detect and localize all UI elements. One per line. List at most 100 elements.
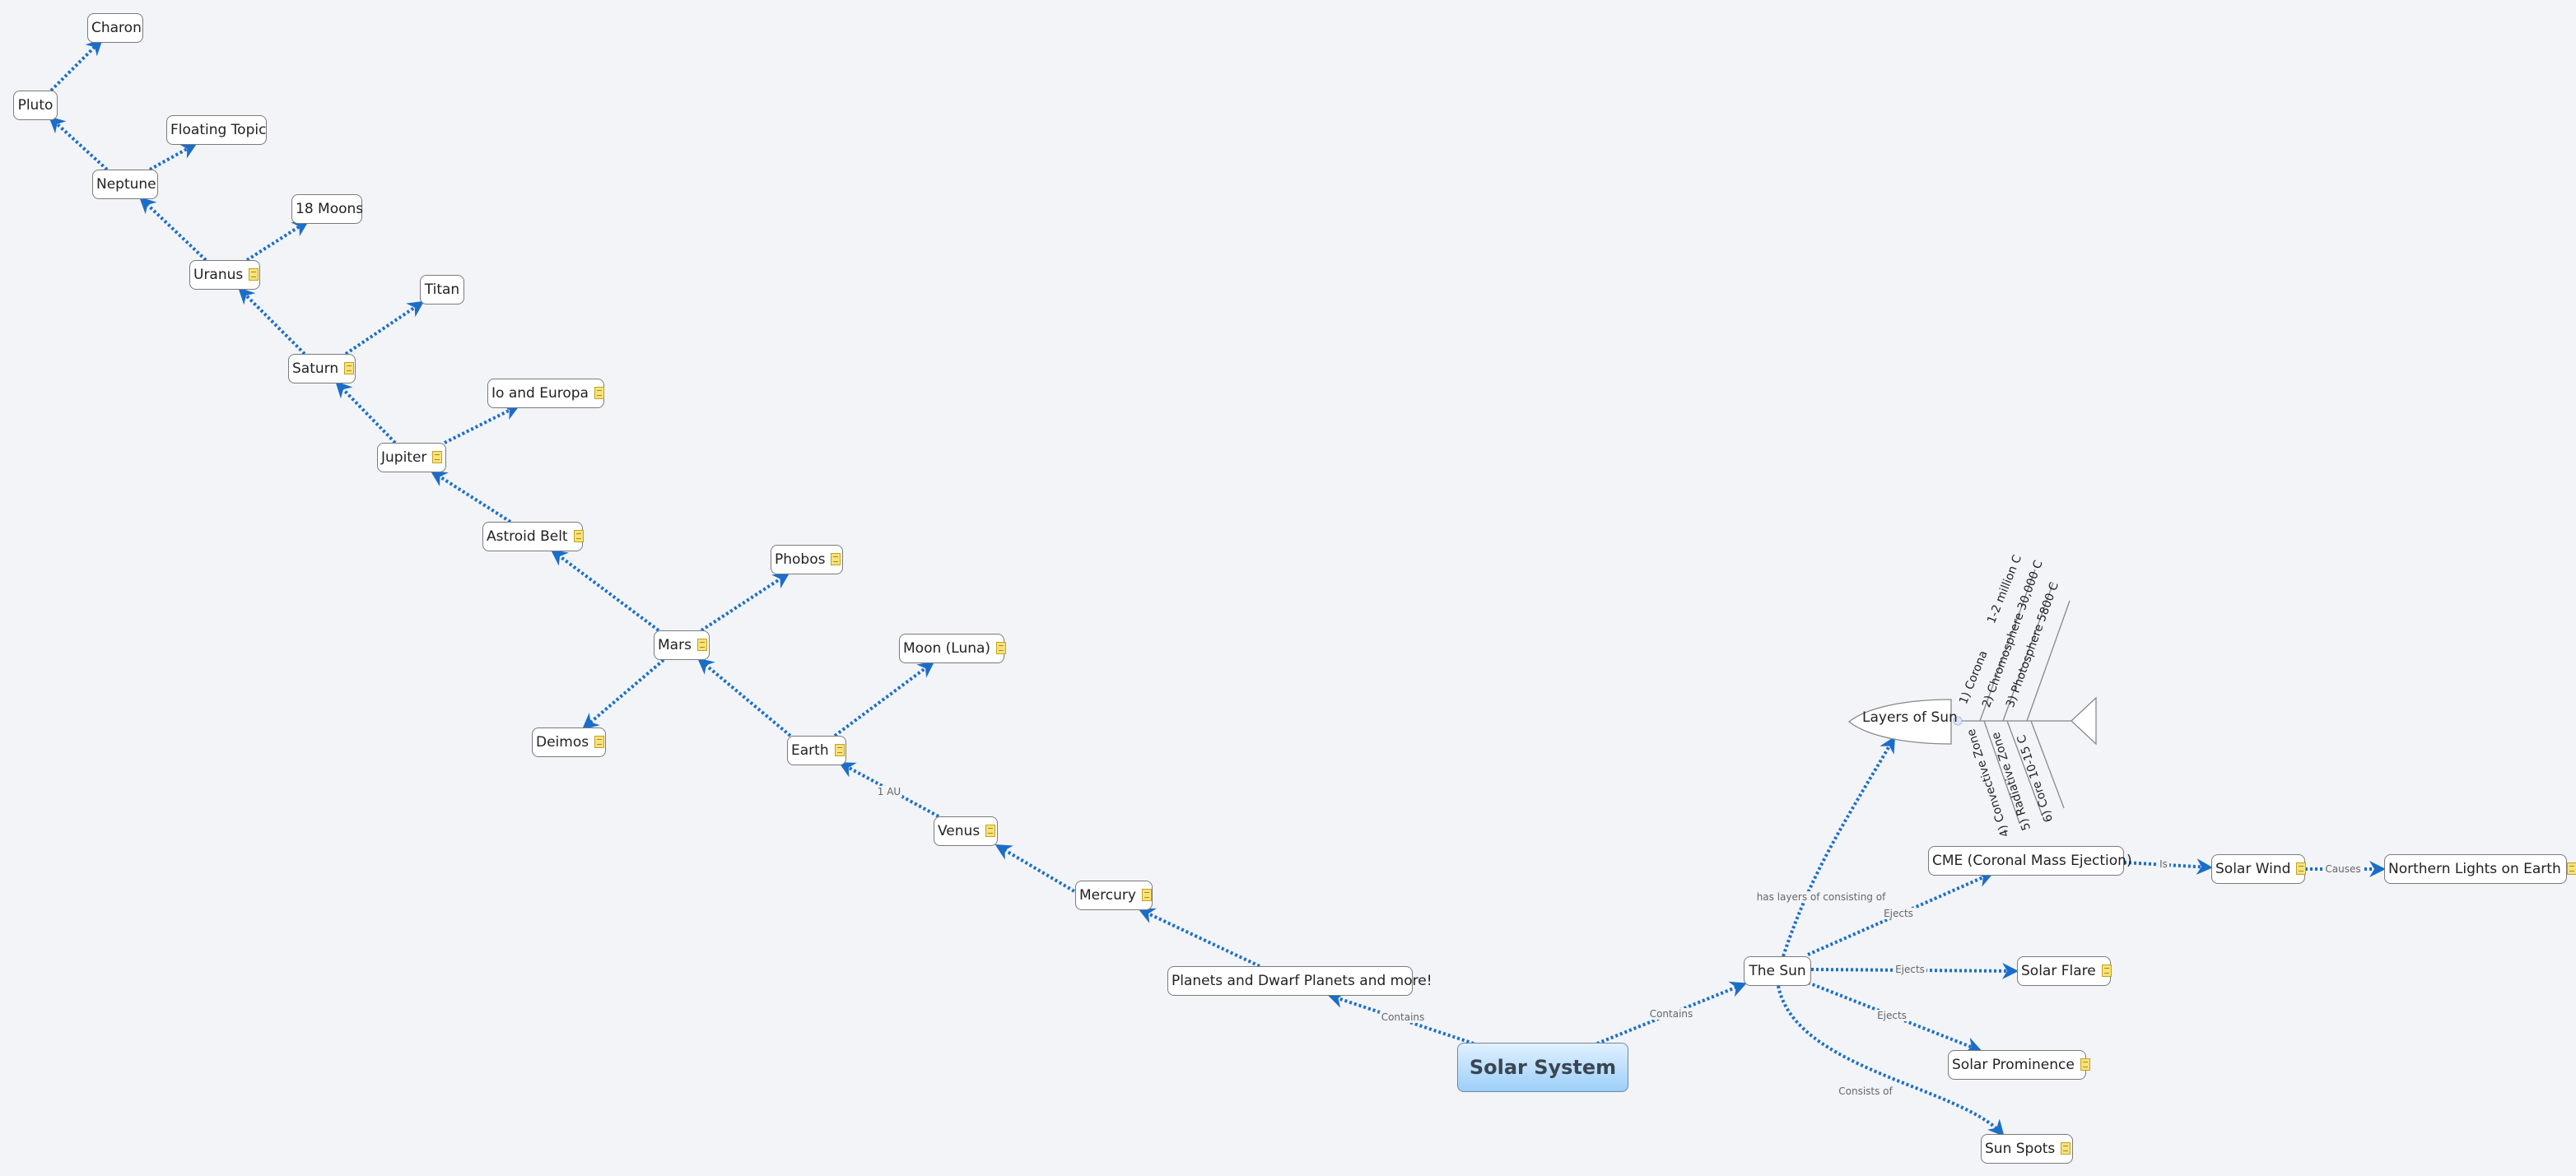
note-icon[interactable] (249, 268, 259, 281)
connector-label[interactable]: Contains (1647, 1008, 1695, 1020)
note-icon[interactable] (2101, 965, 2112, 977)
connector-label[interactable]: Is (2158, 858, 2169, 870)
topic-moons18[interactable]: 18 Moons (291, 194, 363, 224)
topic-label: Jupiter (381, 449, 427, 466)
topic-label: The Sun (1749, 963, 1806, 979)
layers-of-sun-topic[interactable]: Layers of Sun (1862, 709, 1958, 726)
topic-label: Venus (938, 823, 981, 839)
note-icon[interactable] (2080, 1058, 2090, 1071)
topic-planets[interactable]: Planets and Dwarf Planets and more! (1167, 966, 1432, 996)
topic-prominence[interactable]: Solar Prominence (1948, 1050, 2090, 1080)
note-icon[interactable] (2566, 862, 2576, 875)
connector-jupiter_io[interactable] (444, 405, 520, 444)
topic-pluto[interactable]: Pluto (13, 91, 58, 120)
note-icon[interactable] (432, 451, 443, 463)
topic-label: Earth (791, 742, 829, 759)
connector-label[interactable]: Ejects (1894, 964, 1926, 975)
fishbone-bone (2030, 720, 2065, 809)
topic-neptune[interactable]: Neptune (92, 170, 158, 199)
note-icon[interactable] (985, 825, 996, 837)
connector-label[interactable]: Causes (2323, 863, 2363, 875)
topic-earth[interactable]: Earth (787, 736, 846, 765)
topic-label: Floating Topic (170, 122, 267, 138)
note-icon[interactable] (2061, 1142, 2071, 1155)
connector-saturn_uranus[interactable] (238, 287, 306, 356)
topic-astroid[interactable]: Astroid Belt (482, 522, 584, 551)
topic-label: Mercury (1079, 887, 1136, 904)
topic-cme[interactable]: CME (Coronal Mass Ejection) (1928, 846, 2132, 876)
connector-label[interactable]: has layers of consisting of (1754, 891, 1888, 903)
connector-jupiter_saturn[interactable] (335, 381, 397, 444)
topic-jupiter[interactable]: Jupiter (377, 443, 446, 472)
connector-earth_moon[interactable] (833, 661, 935, 737)
topic-label: Io and Europa (491, 385, 589, 402)
connector-label[interactable]: 1 AU (875, 786, 903, 797)
connector-label[interactable]: Consists of (1837, 1085, 1894, 1097)
topic-label: Titan (424, 281, 460, 298)
connector-saturn_titan[interactable] (344, 300, 425, 356)
note-icon[interactable] (594, 736, 605, 748)
topic-wind[interactable]: Solar Wind (2211, 854, 2307, 884)
topic-label: Solar Wind (2215, 861, 2291, 877)
note-icon[interactable] (834, 744, 845, 756)
topic-moon[interactable]: Moon (Luna) (899, 634, 1007, 663)
topic-phobos[interactable]: Phobos (771, 545, 843, 574)
connector-mars_deimos[interactable] (581, 658, 665, 730)
connector-mars_astroid[interactable] (550, 549, 660, 632)
note-icon[interactable] (2296, 862, 2307, 875)
topic-label: Northern Lights on Earth (2388, 861, 2561, 877)
connector-pluto_charon[interactable] (49, 39, 103, 92)
connector-label[interactable]: Ejects (1875, 1010, 1908, 1021)
topic-label: Moon (Luna) (903, 640, 991, 657)
topic-spots[interactable]: Sun Spots (1981, 1134, 2073, 1164)
connector-sun_spots[interactable] (1777, 985, 2005, 1136)
note-icon[interactable] (696, 639, 707, 651)
topic-label: Uranus (193, 267, 244, 283)
connector-neptune_pluto[interactable] (49, 116, 109, 171)
note-icon[interactable] (1141, 889, 1152, 901)
connector-sun_flare[interactable] (1810, 962, 2019, 979)
connector-astroid_jupiter[interactable] (430, 470, 512, 523)
connector-label[interactable]: Contains (1379, 1011, 1427, 1023)
topic-label: Phobos (775, 551, 826, 568)
topic-label: Deimos (536, 734, 589, 751)
connector-uranus_neptune[interactable] (139, 197, 207, 262)
topic-io[interactable]: Io and Europa (487, 379, 604, 408)
connector-sun_prominence[interactable] (1807, 981, 1982, 1053)
topic-label: Solar Prominence (1952, 1057, 2075, 1073)
note-icon[interactable] (831, 553, 841, 565)
topic-titan[interactable]: Titan (420, 275, 464, 304)
topic-label: Charon (91, 20, 142, 36)
connector-mercury_venus[interactable] (995, 844, 1080, 895)
connector-mars_phobos[interactable] (700, 572, 790, 632)
topic-sun[interactable]: The Sun (1744, 956, 1811, 986)
topic-flare[interactable]: Solar Flare (2017, 956, 2112, 986)
topic-venus[interactable]: Venus (934, 816, 998, 846)
connector-cme_wind[interactable] (2123, 858, 2213, 876)
connector-earth_mars[interactable] (696, 658, 792, 737)
central-topic-solar-system[interactable]: Solar System (1457, 1043, 1628, 1092)
fishbone-bone (2002, 582, 2054, 722)
note-icon[interactable] (344, 362, 355, 374)
topic-mars[interactable]: Mars (654, 630, 710, 660)
note-icon[interactable] (996, 642, 1007, 654)
fishbone-head-shape[interactable] (1847, 699, 1952, 745)
topic-label: Neptune (96, 176, 156, 193)
note-icon[interactable] (594, 387, 604, 399)
connector-uranus_moons[interactable] (245, 220, 310, 262)
topic-saturn[interactable]: Saturn (288, 354, 356, 383)
note-icon[interactable] (573, 530, 584, 542)
fishbone-bone (2006, 720, 2043, 817)
connector-neptune_floating[interactable] (149, 143, 198, 171)
topic-mercury[interactable]: Mercury (1075, 881, 1153, 910)
topic-floating[interactable]: Floating Topic (166, 115, 267, 145)
topic-label: Saturn (292, 360, 339, 377)
topic-aurora[interactable]: Northern Lights on Earth (2384, 854, 2576, 884)
connector-label[interactable]: Ejects (1882, 908, 1915, 919)
topic-deimos[interactable]: Deimos (532, 727, 606, 757)
connector-planets_mercury[interactable] (1138, 908, 1260, 968)
topic-charon[interactable]: Charon (87, 13, 143, 43)
connector-sun_layers[interactable] (1782, 736, 1896, 957)
topic-uranus[interactable]: Uranus (189, 260, 260, 290)
